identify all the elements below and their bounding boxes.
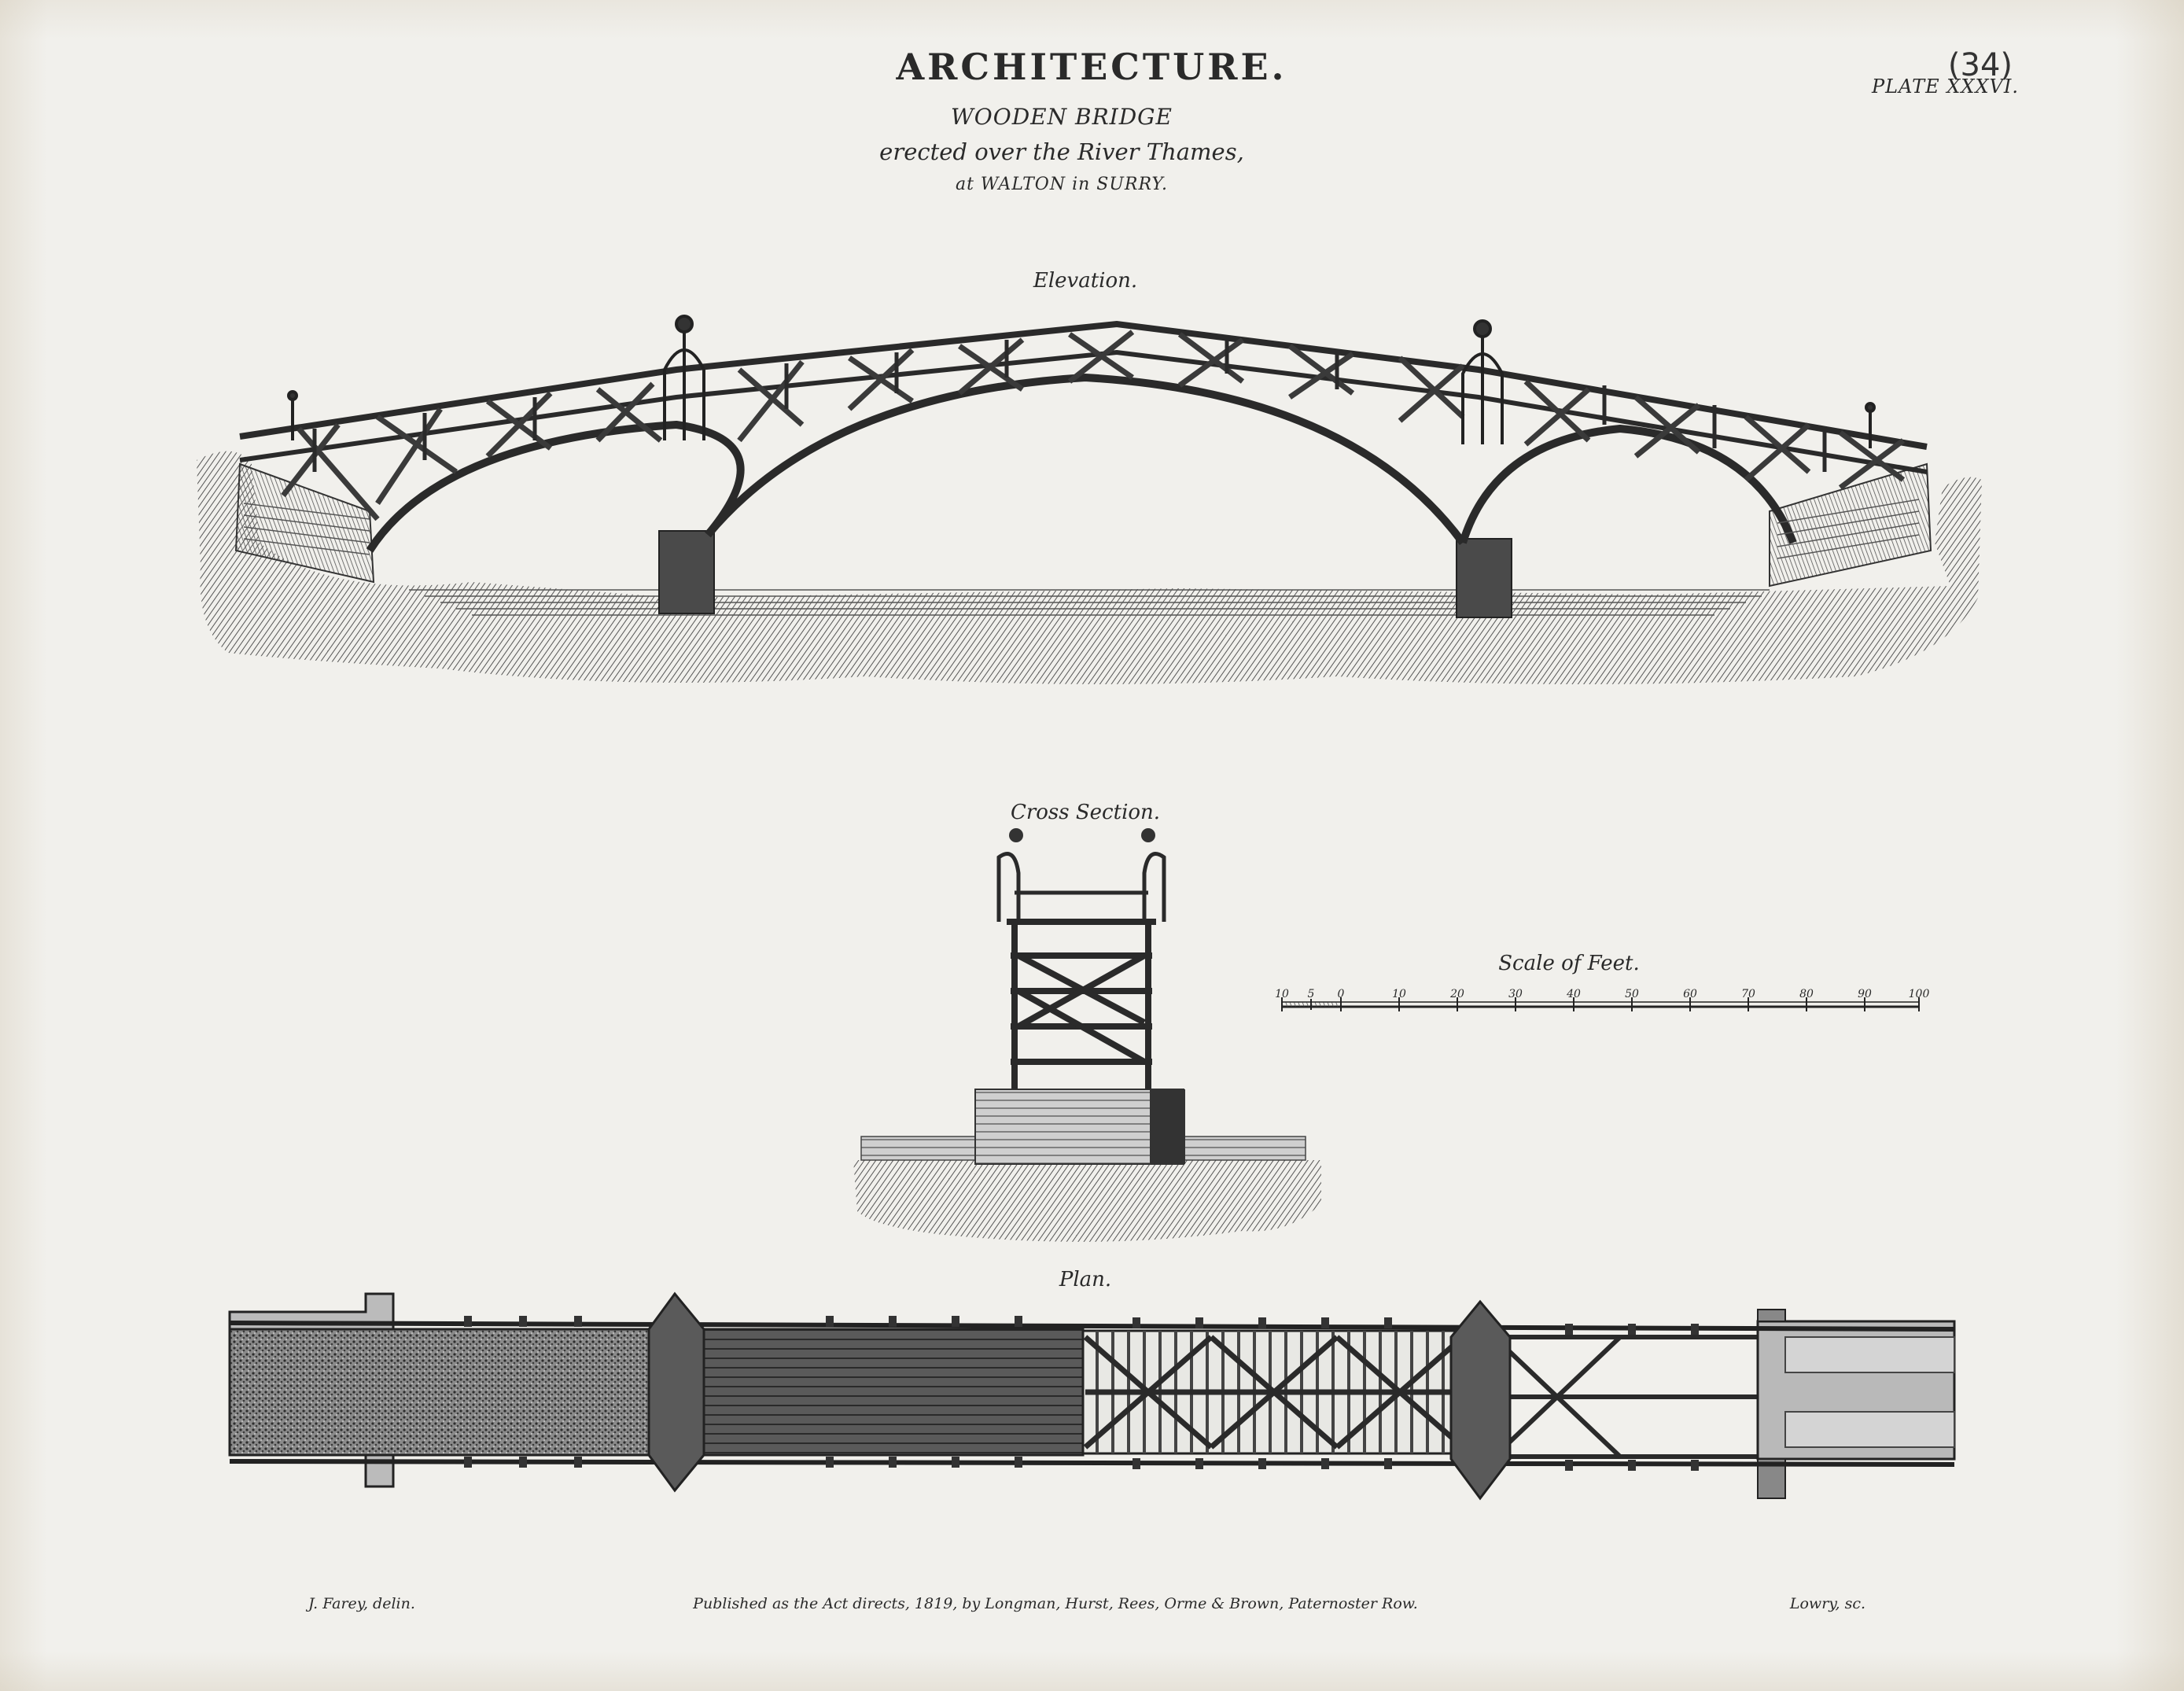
plan-left-pier xyxy=(647,1291,705,1493)
cross-lamp-right xyxy=(1141,828,1155,842)
vertical-posts xyxy=(312,338,1827,472)
scale-tick: 10 xyxy=(1275,988,1289,1000)
scale-tick: 50 xyxy=(1625,988,1639,1000)
draftsman-credit: J. Farey, delin. xyxy=(308,1595,415,1612)
plan-open-framing xyxy=(1468,1335,1762,1459)
end-finials xyxy=(287,390,1876,448)
scale-tick: 30 xyxy=(1508,988,1523,1000)
cross-ground xyxy=(853,1160,1321,1242)
cross-pier-base xyxy=(974,1089,1184,1165)
publisher-line: Published as the Act directs, 1819, by L… xyxy=(693,1595,1418,1612)
plan-left-abutment xyxy=(228,1328,683,1457)
right-pier xyxy=(1456,538,1512,618)
cross-section-drawing xyxy=(853,828,1321,1242)
scale-tick: 60 xyxy=(1683,988,1697,1000)
scale-tick: 20 xyxy=(1450,988,1464,1000)
plan-right-pier xyxy=(1449,1299,1512,1501)
left-arch xyxy=(366,420,745,553)
right-abutment xyxy=(1769,462,1932,588)
left-pier xyxy=(658,530,715,614)
pier-lanterns xyxy=(663,315,1504,444)
cross-section-label: Cross Section. xyxy=(1010,801,1161,824)
scale-tick: 90 xyxy=(1858,988,1872,1000)
elevation-drawing xyxy=(197,315,1982,684)
scale-tick: 40 xyxy=(1567,988,1581,1000)
handwritten-plate-number: (34) xyxy=(1947,47,2013,83)
plan-left-wing-top xyxy=(228,1292,395,1331)
cross-lamp-left xyxy=(1009,828,1023,842)
plan-right-abutment-top xyxy=(1784,1336,1955,1373)
lattice-members xyxy=(281,330,1906,521)
cross-frame xyxy=(1007,919,1156,1089)
scale-tick: 10 xyxy=(1392,988,1406,1000)
cross-rails xyxy=(996,852,1166,922)
scale-tick: 70 xyxy=(1741,988,1755,1000)
plan-right-wings xyxy=(1757,1309,1786,1499)
plate-label: PLATE XXXVI. xyxy=(1872,76,2019,98)
scale-tick: 100 xyxy=(1908,988,1930,1000)
scale-label: Scale of Feet. xyxy=(1498,952,1640,975)
plan-bolts xyxy=(464,1316,1699,1471)
plan-right-abutment-bottom xyxy=(1784,1411,1955,1448)
end-steps xyxy=(243,499,1920,559)
scale-tick: 0 xyxy=(1337,988,1345,1000)
scale-tick: 5 xyxy=(1307,988,1315,1000)
elevation-label: Elevation. xyxy=(1033,269,1138,293)
plan-bottom-chord xyxy=(229,1459,1955,1467)
deck-lower-chord xyxy=(239,349,1928,474)
center-arch xyxy=(705,373,1467,545)
plan-left-wing-bottom xyxy=(230,1453,395,1488)
subtitle-location: at WALTON in SURRY. xyxy=(955,175,1169,194)
cross-pier-shadow xyxy=(1150,1089,1185,1164)
scale-tick: 80 xyxy=(1799,988,1814,1000)
scale-bar xyxy=(1281,997,1920,1011)
plan-top-chord xyxy=(229,1321,1955,1332)
page-title: ARCHITECTURE. xyxy=(896,46,1287,88)
plan-label: Plan. xyxy=(1059,1268,1112,1291)
plan-drawing xyxy=(228,1291,1956,1501)
deck-railing xyxy=(239,320,1928,450)
ground-hatching xyxy=(197,451,1982,684)
subtitle-wooden-bridge: WOODEN BRIDGE xyxy=(951,104,1173,130)
plan-planked-deck xyxy=(680,1328,1085,1457)
right-arch xyxy=(1459,424,1797,544)
plan-diagonals xyxy=(1083,1335,1467,1450)
engraver-credit: Lowry, sc. xyxy=(1789,1595,1865,1612)
subtitle-river: erected over the River Thames, xyxy=(879,138,1244,165)
